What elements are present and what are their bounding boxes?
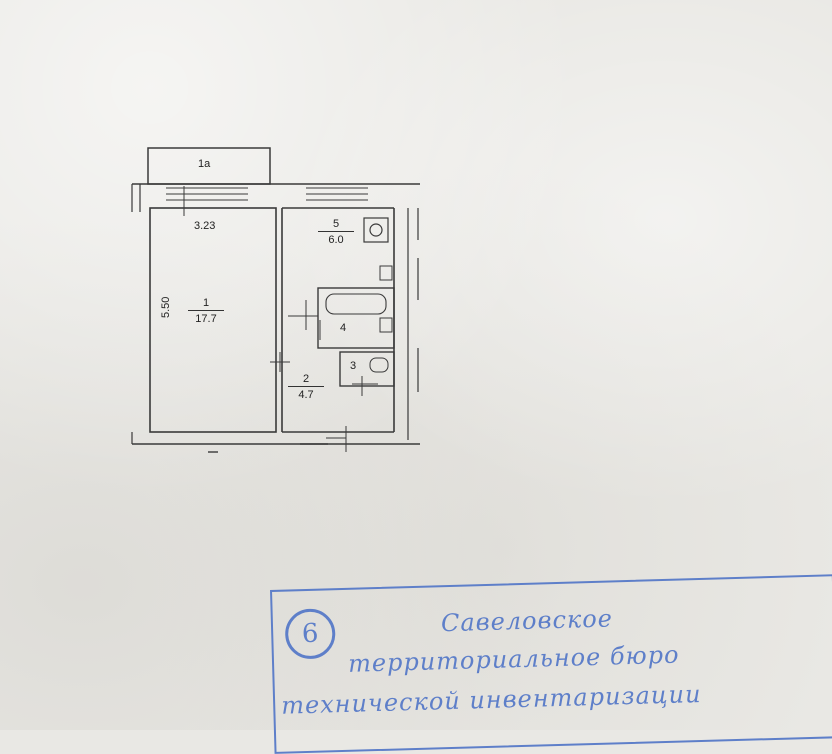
floor-plan xyxy=(131,147,420,453)
balcony-number: 1а xyxy=(198,158,211,170)
balcony-area: 3.23 xyxy=(194,220,216,232)
bti-stamp: 6 Савеловское территориальное бюро техни… xyxy=(270,574,832,754)
room-5-area: 6.0 xyxy=(328,234,344,246)
room-1-number: 1 xyxy=(188,297,224,311)
room-5-label: 5 6.0 xyxy=(318,218,354,246)
room-4-number: 4 xyxy=(340,322,347,334)
room-2-area: 4.7 xyxy=(298,389,314,401)
stamp-line-2: территориальное бюро xyxy=(347,640,680,678)
stamp-number: 6 xyxy=(284,608,336,660)
room-2-label: 2 4.7 xyxy=(288,373,324,401)
room-1-dimension: 5.50 xyxy=(160,296,172,318)
stamp-line-1: Савеловское xyxy=(440,604,614,638)
room-2-number: 2 xyxy=(288,373,324,387)
paper-background xyxy=(0,0,832,730)
room-5-number: 5 xyxy=(318,218,354,232)
stamp-line-3: технической инвентаризации xyxy=(280,679,702,720)
room-3-number: 3 xyxy=(350,360,357,372)
room-1-label: 1 17.7 xyxy=(188,297,224,325)
room-1-area: 17.7 xyxy=(195,313,217,325)
